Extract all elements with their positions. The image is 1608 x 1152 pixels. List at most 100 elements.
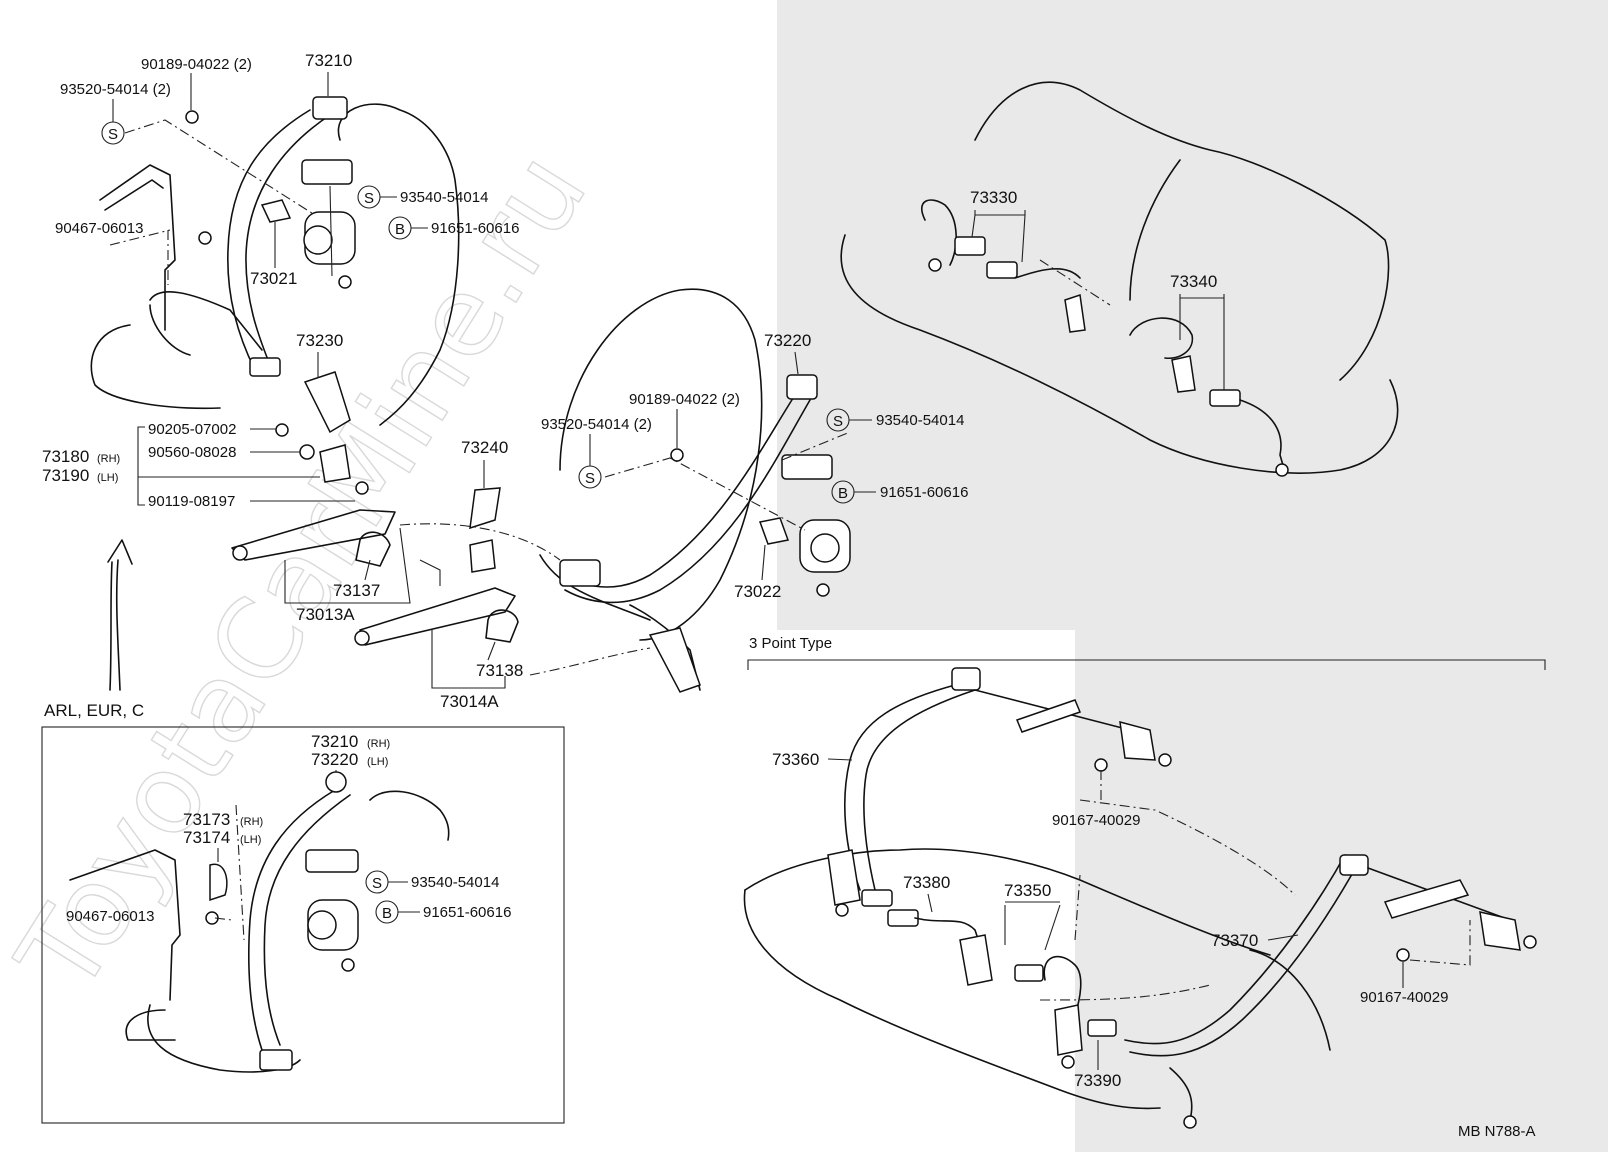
- rear3-tongue-73380: [861, 889, 893, 907]
- cover-73137: [355, 531, 391, 567]
- leader-s-right: [604, 457, 806, 531]
- rear-anchor-73330: [1064, 294, 1086, 333]
- rear3-bracket-73370: [1383, 879, 1470, 919]
- variant-arrow: [107, 539, 133, 691]
- label-73180: 73180: [42, 447, 89, 466]
- b-symbol-b-letter: B: [838, 485, 848, 502]
- label-93540-b: 93540-54014: [876, 412, 964, 429]
- b-symbol-a-letter: B: [395, 221, 405, 238]
- variant-box-drawing: [69, 771, 450, 1073]
- arrow-shaft: [115, 559, 121, 691]
- label-73330: 73330: [970, 188, 1017, 207]
- box-tongue: [259, 1049, 293, 1071]
- box-pillar: [69, 849, 181, 1001]
- rear3-tongue-73390: [1087, 1019, 1117, 1037]
- right-seat-lower-outline: [539, 554, 651, 621]
- rear-seat-2point-group: [840, 81, 1399, 477]
- box-cover-73173: [209, 863, 228, 902]
- bolt-90119: [355, 481, 369, 495]
- label-73360: 73360: [772, 750, 819, 769]
- shoulder-anchor-73220: [786, 374, 818, 400]
- b-symbol-c-letter: B: [382, 905, 392, 922]
- label-73173-rh: (RH): [240, 816, 263, 828]
- label-73138: 73138: [476, 661, 523, 680]
- front-right-seat-group: [539, 288, 851, 693]
- bracket-73240: [469, 487, 501, 530]
- label-90189-b: 90189-04022 (2): [629, 391, 740, 408]
- rear3-73350-leaders: [1004, 904, 1061, 951]
- screw-90467: [198, 231, 212, 245]
- clip-73022: [758, 517, 790, 545]
- label-73380: 73380: [903, 873, 950, 892]
- s-symbol-b-letter: S: [364, 190, 374, 207]
- leader-73138: [529, 647, 651, 676]
- labels: 73210 90189-04022 (2) 93520-54014 (2) S …: [42, 51, 1536, 1140]
- label-73390: 73390: [1074, 1071, 1121, 1090]
- leader-73022: [761, 544, 766, 581]
- buckle-73230: [303, 371, 351, 434]
- three-point-bracket: [747, 659, 1546, 670]
- grey-background-top: [777, 0, 1608, 630]
- washer-90560: [299, 444, 315, 460]
- label-93520-b: 93520-54014 (2): [541, 416, 652, 433]
- bracket-73340: [1179, 294, 1225, 390]
- trim-cover-group: [231, 487, 651, 676]
- rear3-bolt-73390: [1061, 1055, 1075, 1069]
- lap-belt-tongue: [249, 357, 281, 377]
- label-73210: 73210: [305, 51, 352, 70]
- left-b-pillar: [99, 164, 176, 331]
- label-box-73220: 73220: [311, 750, 358, 769]
- box-leader-a: [235, 804, 245, 941]
- label-90189-a: 90189-04022 (2): [141, 56, 252, 73]
- rear3-tongue-73380-b: [887, 909, 919, 927]
- rear3-buckle-73380: [959, 934, 993, 986]
- lap-belt-upper: [149, 291, 263, 351]
- right-seat-back-outline: [559, 288, 763, 641]
- right-retractor-spool: [810, 533, 840, 563]
- s-symbol-d-letter: S: [833, 413, 843, 430]
- rear-seat-cushion-outline: [840, 234, 1399, 474]
- label-73350: 73350: [1004, 881, 1051, 900]
- box-belt-b: [263, 794, 351, 1046]
- rear3-bracket: [1016, 699, 1081, 733]
- label-73173: 73173: [183, 810, 230, 829]
- rear3-leader-73350: [1074, 874, 1081, 941]
- watermark: ToyotaCarMine.ru: [0, 131, 611, 1015]
- retractor-bolt: [338, 275, 352, 289]
- drawing-code: MB N788-A: [1458, 1123, 1536, 1140]
- rear3-bolt-73360: [1158, 753, 1172, 767]
- rear3-anchor-73360: [951, 667, 981, 691]
- rear3-bolt-lap: [1183, 1115, 1197, 1129]
- rear3-belt-73360-a: [844, 684, 956, 891]
- rear-belt-buckle-73330: [986, 261, 1018, 279]
- label-73137: 73137: [333, 581, 380, 600]
- label-73230: 73230: [296, 331, 343, 350]
- box-leader-b: [214, 917, 233, 921]
- label-73220: 73220: [764, 331, 811, 350]
- right-retractor-bolt: [816, 583, 830, 597]
- rear3-anchor-73370: [1339, 854, 1369, 876]
- label-91651-c: 91651-60616: [423, 904, 511, 921]
- rear3-webbing-73380: [914, 917, 986, 961]
- rear-tongue-73340: [1209, 389, 1241, 407]
- shoulder-anchor-73210: [312, 96, 348, 120]
- rear3-cushion-right: [1249, 949, 1331, 1051]
- label-73174-lh: (LH): [240, 834, 261, 846]
- s-symbol-a: [101, 121, 125, 145]
- bracket-73014a: [431, 630, 506, 689]
- s-symbol-c-letter: S: [585, 470, 595, 487]
- leader-s-right-2: [781, 431, 851, 461]
- leader-s-left: [124, 119, 316, 216]
- bracket-73240-lower: [469, 539, 496, 573]
- box-retractor-bolt: [341, 958, 355, 972]
- right-buckle: [648, 627, 701, 693]
- label-90467-b: 90467-06013: [66, 908, 154, 925]
- leader-73370: [1267, 934, 1299, 941]
- label-73180-rh: (RH): [97, 453, 120, 465]
- label-91651-a: 91651-60616: [431, 220, 519, 237]
- rear-seat-3point-group: [743, 659, 1546, 1129]
- trim-cover-end-b: [354, 630, 370, 646]
- trim-leader: [419, 559, 441, 586]
